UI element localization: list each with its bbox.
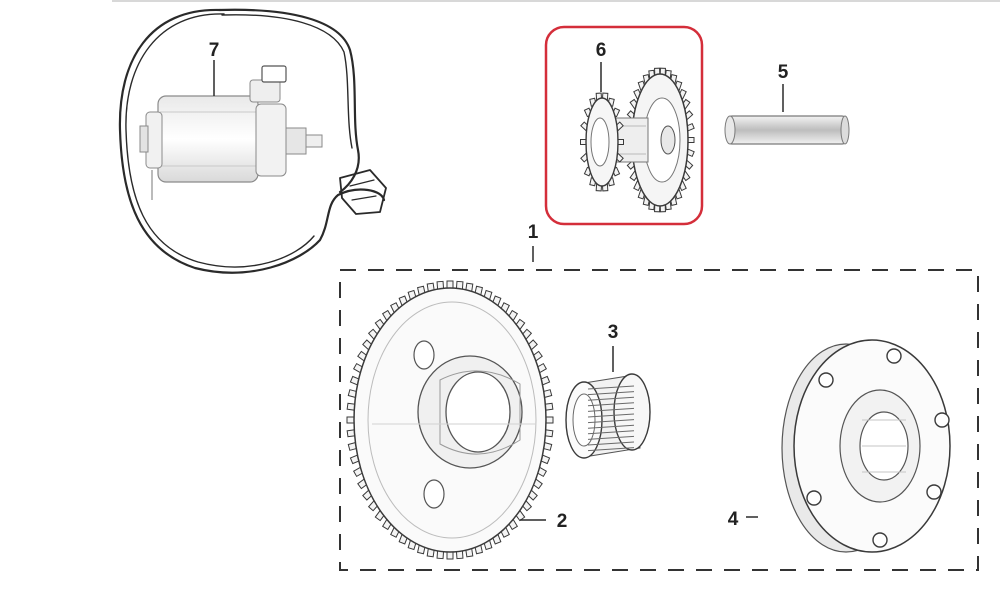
assembly-group-1 xyxy=(339,246,979,571)
bearing-needle xyxy=(587,402,635,407)
bearing-needle xyxy=(587,430,635,435)
bearing-needle xyxy=(587,413,635,418)
callout-7: 7 xyxy=(209,40,220,61)
part-5-shaft-pin[interactable] xyxy=(724,84,850,145)
callout-2: 2 xyxy=(557,511,568,532)
callout-3: 3 xyxy=(608,322,619,343)
bearing-needle xyxy=(587,441,635,446)
part-4-one-way-clutch[interactable] xyxy=(746,339,951,553)
bearing-needle xyxy=(587,391,635,396)
callout-1: 1 xyxy=(528,222,539,243)
part-7-starter-motor[interactable] xyxy=(118,8,387,274)
bearing-needle xyxy=(587,385,635,390)
bearing-needle xyxy=(587,424,635,429)
bearing-needle xyxy=(587,435,635,440)
part-6-idler-gear[interactable] xyxy=(580,62,695,213)
callout-4: 4 xyxy=(728,509,739,530)
bearing-needle xyxy=(587,447,635,452)
bearing-needle xyxy=(587,396,635,401)
callout-6: 6 xyxy=(596,40,607,61)
bearing-needle xyxy=(587,419,635,424)
highlight-box-part-6 xyxy=(544,25,704,226)
part-3-needle-bearing[interactable] xyxy=(565,346,651,459)
part-2-driven-gear[interactable] xyxy=(346,280,554,560)
bearing-needle xyxy=(587,407,635,412)
callout-5: 5 xyxy=(778,62,789,83)
